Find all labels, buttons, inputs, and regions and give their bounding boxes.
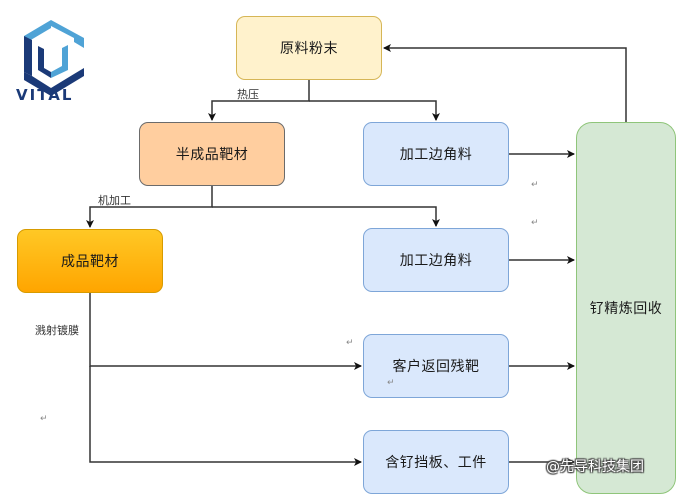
node-raw-powder: 原料粉末 — [236, 16, 382, 80]
edge-raw-semi — [208, 80, 310, 121]
edge-semi-scrap2 — [212, 206, 440, 227]
paragraph-mark: ↵ — [531, 180, 539, 190]
paragraph-mark: ↵ — [387, 378, 395, 388]
paragraph-mark: ↵ — [346, 338, 354, 348]
edge-recovery-raw — [383, 44, 627, 122]
node-semi-finished-target: 半成品靶材 — [139, 122, 285, 186]
node-returned-target: 客户返回残靶 — [363, 334, 509, 398]
edge-semi-finished — [86, 186, 213, 228]
node-finished-target: 成品靶材 — [17, 229, 163, 293]
edge-label-hot-press: 热压 — [237, 88, 259, 101]
logo-text: VITAL — [16, 86, 74, 104]
node-ru-recovery: 钌精炼回收 — [576, 122, 676, 494]
edge-raw-scrap1 — [309, 100, 440, 121]
paragraph-mark: ↵ — [40, 414, 48, 424]
edge-finished-returned — [89, 293, 362, 370]
vital-logo-icon — [24, 20, 84, 96]
watermark: @先导科技集团 — [546, 459, 644, 475]
edge-label-sputtering: 溅射镀膜 — [35, 324, 79, 337]
edge-label-machining: 机加工 — [98, 194, 131, 207]
node-ru-parts: 含钌挡板、工件 — [363, 430, 509, 494]
edge-finished-parts — [89, 366, 362, 466]
paragraph-mark: ↵ — [531, 218, 539, 228]
node-edge-scrap-1: 加工边角料 — [363, 122, 509, 186]
node-edge-scrap-2: 加工边角料 — [363, 228, 509, 292]
